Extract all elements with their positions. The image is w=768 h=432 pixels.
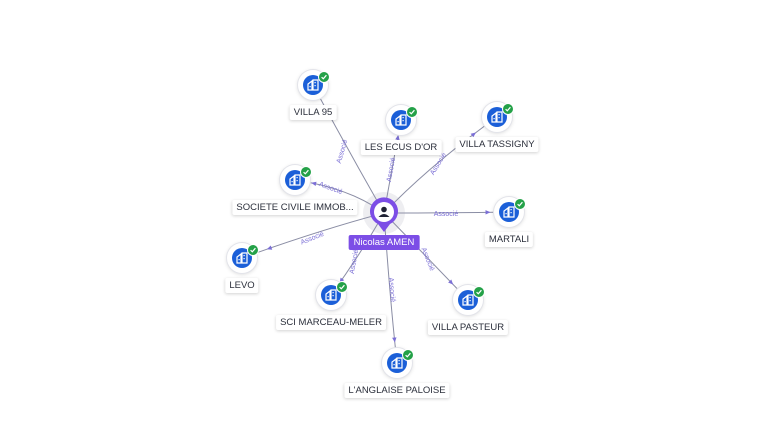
verified-check-icon: [318, 71, 330, 83]
edge-label-tassigny: Associé: [429, 152, 448, 177]
company-label: VILLA 95: [289, 105, 337, 120]
edge-arrow-sci_immob: [311, 181, 317, 187]
person-pin-icon: [370, 197, 398, 232]
edge-label-sci_immob: Associé: [318, 181, 344, 196]
edge-villa95: [312, 84, 385, 214]
company-label: VILLA TASSIGNY: [455, 137, 539, 152]
edge-arrow-pasteur: [448, 279, 454, 285]
center-person-label: Nicolas AMEN: [348, 235, 420, 250]
company-label: LES ECUS D'OR: [360, 140, 442, 155]
company-label: SOCIETE CIVILE IMMOB...: [232, 200, 358, 215]
edge-arrow-anglaise: [392, 337, 397, 343]
company-label: VILLA PASTEUR: [427, 320, 509, 335]
edge-label-marceau: Associé: [349, 249, 360, 274]
edge-tassigny: [383, 116, 498, 214]
edge-label-villa95: Associé: [336, 139, 350, 165]
verified-check-icon: [406, 106, 418, 118]
edge-arrow-martali: [485, 210, 491, 215]
edge-label-pasteur: Associé: [420, 247, 436, 272]
edge-label-ecusdor: Associé: [386, 157, 397, 182]
verified-check-icon: [247, 244, 259, 256]
edge-arrow-tassigny: [470, 132, 476, 138]
edge-label-anglaise: Associé: [387, 277, 396, 302]
verified-check-icon: [502, 103, 514, 115]
edge-levo: [241, 212, 385, 259]
verified-check-icon: [336, 281, 348, 293]
verified-check-icon: [514, 198, 526, 210]
company-label: MARTALI: [484, 232, 534, 247]
edge-arrow-levo: [266, 245, 273, 250]
company-label: LEVO: [225, 278, 259, 293]
edge-arrow-ecusdor: [395, 134, 400, 141]
verified-check-icon: [402, 349, 414, 361]
verified-check-icon: [300, 166, 312, 178]
edge-label-martali: Associé: [434, 211, 459, 218]
edge-label-levo: Associé: [300, 231, 325, 247]
company-label: SCI MARCEAU-MELER: [276, 315, 386, 330]
verified-check-icon: [473, 286, 485, 298]
company-label: L'ANGLAISE PALOISE: [344, 383, 450, 398]
